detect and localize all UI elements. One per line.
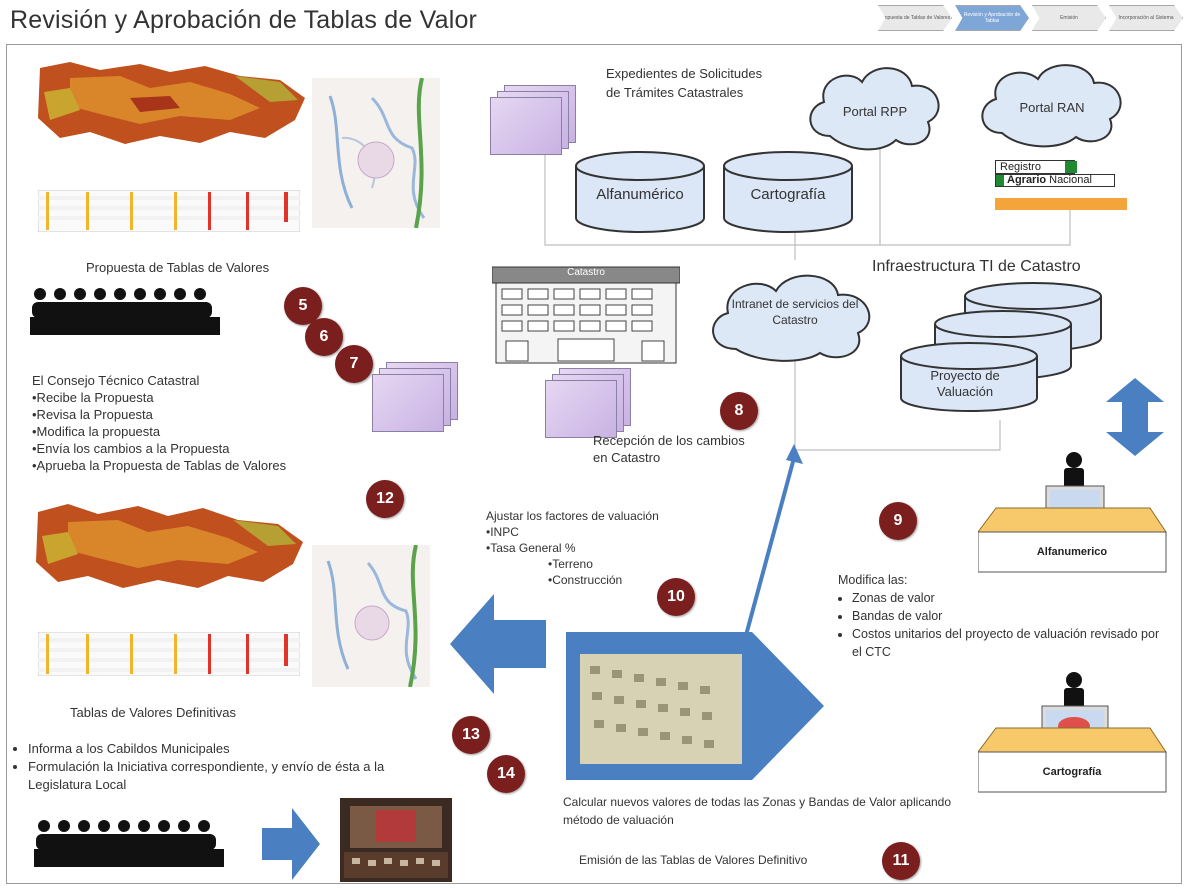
informa-item: Formulación la Iniciativa correspondient…	[28, 758, 388, 794]
ajustar-item: •Tasa General %	[486, 541, 576, 555]
consejo-item: •Envía los cambios a la Propuesta	[32, 441, 230, 456]
portal-rpp-label: Portal RPP	[842, 104, 908, 119]
intranet-label: Intranet de servicios del Catastro	[731, 297, 859, 327]
step-badge-9: 9	[879, 502, 917, 540]
ran-logo-nacional: Nacional	[1049, 174, 1092, 186]
modifica-title: Modifica las:	[838, 573, 908, 587]
consejo-list: El Consejo Técnico Catastral •Recibe la …	[32, 372, 372, 474]
diagram-frame	[6, 44, 1182, 884]
consejo-item: •Aprueba la Propuesta de Tablas de Valor…	[32, 458, 287, 473]
catastro-building-icon	[492, 266, 680, 364]
step-badge-6: 6	[305, 318, 343, 356]
alfanumerico-workstation-label: Alfanumerico	[1036, 546, 1108, 558]
portal-ran-label: Portal RAN	[1019, 100, 1085, 115]
cabildos-people-icon	[34, 820, 224, 867]
proposal-map	[38, 62, 305, 144]
modifica-item: Bandas de valor	[852, 607, 1168, 625]
modifica-item: Costos unitarios del proyecto de valuaci…	[852, 625, 1168, 661]
modifica-list: Modifica las: Zonas de valor Bandas de v…	[838, 571, 1168, 661]
infra-cylinders	[900, 282, 1102, 412]
building-label: Catastro	[567, 267, 605, 278]
consejo-item: •Recibe la Propuesta	[32, 390, 154, 405]
cartografia-workstation-label: Cartografía	[1042, 766, 1102, 778]
recepcion-label: Recepción de los cambios en Catastro	[593, 433, 745, 465]
ran-logo-line1: Registro	[995, 160, 1075, 174]
changes-files-icon	[545, 368, 640, 440]
proposal-city-map	[312, 78, 440, 228]
definitivas-caption: Tablas de Valores Definitivas	[70, 705, 236, 720]
legislature-photo	[340, 798, 452, 882]
double-arrow-icon	[1106, 378, 1164, 456]
consejo-item: •Modifica la propuesta	[32, 424, 161, 439]
infra-title: Infraestructura TI de Catastro	[872, 258, 1081, 275]
process-steps: Propuesta de Tablas de Valores Revisión …	[878, 5, 1183, 31]
step-badge-13: 13	[452, 716, 490, 754]
ajustar-subitem: •Terreno	[548, 557, 593, 571]
calcular-label: Calcular nuevos valores de todas las Zon…	[563, 795, 952, 827]
ajustar-title: Ajustar los factores de valuación	[486, 509, 659, 523]
portal-ran-cloud	[981, 64, 1122, 148]
definitivas-map	[36, 504, 303, 588]
process-step-3[interactable]: Emisión	[1032, 5, 1106, 31]
proyecto-valuacion-db: Proyecto de Valuación	[930, 368, 1000, 399]
process-step-2[interactable]: Revisión y Aprobación de Tablas	[955, 5, 1029, 31]
step-badge-11: 11	[882, 842, 920, 880]
step-badge-12: 12	[366, 480, 404, 518]
alfanumerico-workstation	[978, 452, 1167, 573]
database-cylinders	[575, 151, 853, 233]
proposal-table	[38, 190, 300, 232]
intranet-cloud	[712, 274, 871, 362]
request-files-icon	[490, 85, 585, 157]
ran-logo-agrario: Agrario	[1007, 174, 1047, 186]
ran-logo: Registro Agrario Nacional	[995, 160, 1127, 220]
ajustar-subitem: •Construcción	[548, 573, 623, 587]
ajustar-list: Ajustar los factores de valuación •INPC …	[486, 508, 726, 588]
step-badge-10: 10	[657, 578, 695, 616]
consejo-title: El Consejo Técnico Catastral	[32, 373, 200, 388]
informa-list: Informa a los Cabildos Municipales Formu…	[8, 740, 388, 794]
consejo-item: •Revisa la Propuesta	[32, 407, 153, 422]
step-badge-7: 7	[335, 345, 373, 383]
emision-label: Emisión de las Tablas de Valores Definit…	[579, 853, 808, 867]
proposal-files-icon	[372, 362, 467, 434]
proposal-caption: Propuesta de Tablas de Valores	[86, 260, 270, 275]
process-step-1[interactable]: Propuesta de Tablas de Valores	[878, 5, 952, 31]
modifica-item: Zonas de valor	[852, 589, 1168, 607]
step-badge-8: 8	[720, 392, 758, 430]
portal-rpp-cloud	[809, 67, 940, 151]
right-arrow-icon	[262, 808, 320, 880]
db-cartografia: Cartografía	[750, 186, 826, 203]
request-files-label: Expedientes de Solicitudes de Trámites C…	[606, 66, 763, 100]
left-arrow-icon	[450, 594, 546, 694]
council-people-icon	[30, 288, 220, 335]
step-badge-14: 14	[487, 755, 525, 793]
cartografia-workstation	[978, 672, 1167, 793]
informa-item: Informa a los Cabildos Municipales	[28, 740, 388, 758]
calculation-arrow	[566, 444, 824, 780]
definitivas-city-map	[312, 545, 430, 687]
ajustar-item: •INPC	[486, 525, 519, 539]
page-title: Revisión y Aprobación de Tablas de Valor	[10, 6, 478, 34]
db-alfanumerico: Alfanumérico	[596, 186, 684, 203]
definitivas-table	[38, 632, 300, 676]
